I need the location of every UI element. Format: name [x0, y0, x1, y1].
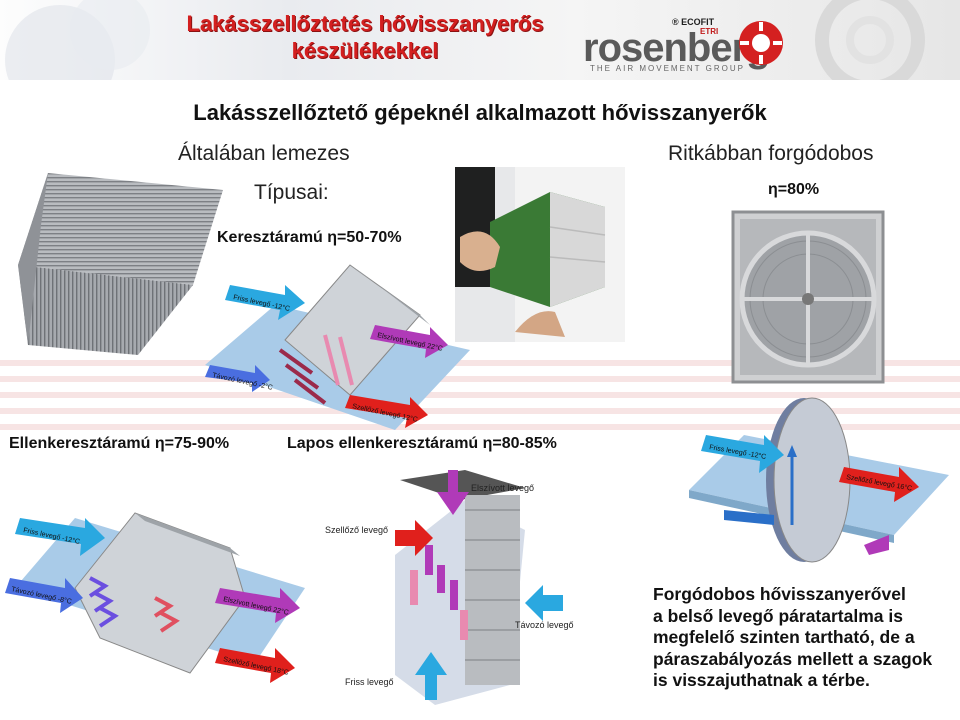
header-title: Lakásszellőztetés hővisszanyerős készülé…: [140, 10, 590, 64]
main-title: Lakásszellőztető gépeknél alkalmazott hő…: [0, 100, 960, 126]
flat-counter-diagram: Elszívott levegő Szellőző levegő Távozó …: [325, 470, 580, 710]
rotary-caption: Forgódobos hővisszanyerővel a belső leve…: [653, 584, 932, 692]
cross-flow-diagram: Friss levegő -12°C Elszívott levegő 22°C…: [200, 255, 475, 440]
caption-line: páraszabályozás mellett a szagok: [653, 649, 932, 671]
logo-tagline: THE AIR MOVEMENT GROUP: [590, 64, 745, 73]
green-exchanger-photo: [455, 167, 625, 342]
flat-fresh-label: Friss levegő: [345, 677, 394, 687]
flat-supply-label: Szellőző levegő: [325, 525, 388, 535]
caption-line: a belső levegő páratartalma is: [653, 606, 932, 628]
caption-line: megfelelő szinten tartható, de a: [653, 627, 932, 649]
rosenberg-logo-icon: [736, 18, 786, 68]
rotary-wheel-photo: [728, 207, 888, 387]
counter-cross-label: Ellenkeresztáramú η=75-90%: [9, 435, 229, 453]
caption-line: Forgódobos hővisszanyerővel: [653, 584, 932, 606]
flat-exhaust-label: Távozó levegő: [515, 620, 574, 630]
caption-line: is visszajuthatnak a térbe.: [653, 670, 932, 692]
rotary-diagram: Friss levegő -12°C Szellőző levegő 16°C: [684, 395, 954, 575]
rotary-efficiency: η=80%: [768, 181, 819, 199]
flat-counter-label: Lapos ellenkeresztáramú η=80-85%: [287, 435, 557, 453]
rotary-subtitle: Ritkábban forgódobos: [668, 142, 873, 166]
header-banner: Lakásszellőztetés hővisszanyerős készülé…: [0, 0, 960, 80]
cross-flow-label: Keresztáramú η=50-70%: [217, 229, 402, 247]
header-title-line1: Lakásszellőztetés hővisszanyerős: [140, 10, 590, 37]
flat-extract-label: Elszívott levegő: [471, 483, 534, 493]
header-title-line2: készülékekkel: [140, 37, 590, 64]
counter-cross-diagram: Friss levegő -12°C Távozó levegő -8°C El…: [5, 478, 320, 698]
types-label: Típusai:: [254, 181, 329, 205]
plate-subtitle: Általában lemezes: [178, 142, 350, 166]
